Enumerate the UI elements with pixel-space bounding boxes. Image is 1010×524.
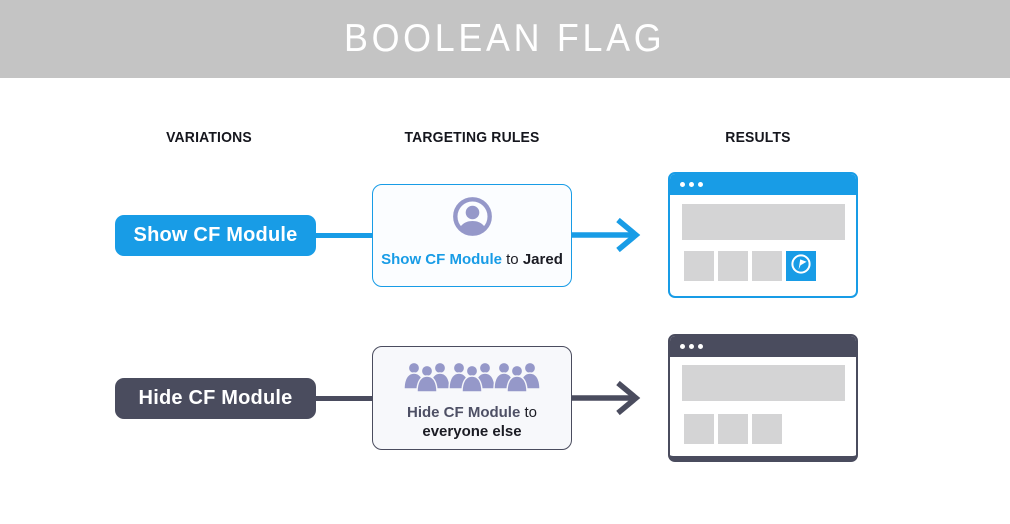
content-placeholder-banner [682,204,845,240]
result-browser-window-shown [668,172,858,298]
content-placeholder-banner [682,365,845,401]
result-browser-window-hidden [668,334,858,462]
variation-button-show-cf-module[interactable]: Show CF Module [115,215,316,256]
targeting-rule-card-show: Show CF Module to Jared [372,184,572,287]
flag-icon [788,251,814,282]
placeholder-block-row [670,251,856,281]
placeholder-block-row [670,414,856,444]
targeting-rule-card-hide: Hide CF Module to everyone else [372,346,572,450]
connector-line-dark [314,396,373,401]
content-placeholder-block [684,251,714,281]
connector-line-blue [314,233,373,238]
rule-flag-name: Hide CF Module [406,404,521,421]
column-header-variations: VARIATIONS [166,129,252,146]
content-placeholder-block [718,251,748,281]
content-placeholder-block [684,414,714,444]
window-dots-icon [680,182,703,187]
window-dots-icon [680,344,703,349]
rule-text: Hide CF Module to everyone else [407,403,537,441]
arrow-right-icon [571,215,651,260]
rule-target-user: everyone else [422,423,522,440]
page-title: BOOLEAN FLAG [344,17,666,60]
crowd-icon [403,360,541,400]
cf-module-tile [786,251,816,281]
browser-titlebar [670,174,856,195]
user-avatar-icon [449,194,496,245]
arrow-right-icon [571,378,651,423]
column-header-targeting-rules: TARGETING RULES [404,129,540,146]
title-banner: BOOLEAN FLAG [0,0,1010,78]
rule-flag-name: Show CF Module [381,251,502,268]
content-placeholder-block [718,414,748,444]
rule-text: Show CF Module to Jared [381,250,563,269]
column-header-results: RESULTS [725,129,791,146]
browser-titlebar [670,336,856,357]
rule-connector-word: to [501,251,523,268]
rule-target-user: Jared [522,251,563,268]
variation-button-hide-cf-module[interactable]: Hide CF Module [115,378,316,419]
content-placeholder-block [752,251,782,281]
rule-connector-word: to [520,404,537,421]
content-placeholder-block [752,414,782,444]
